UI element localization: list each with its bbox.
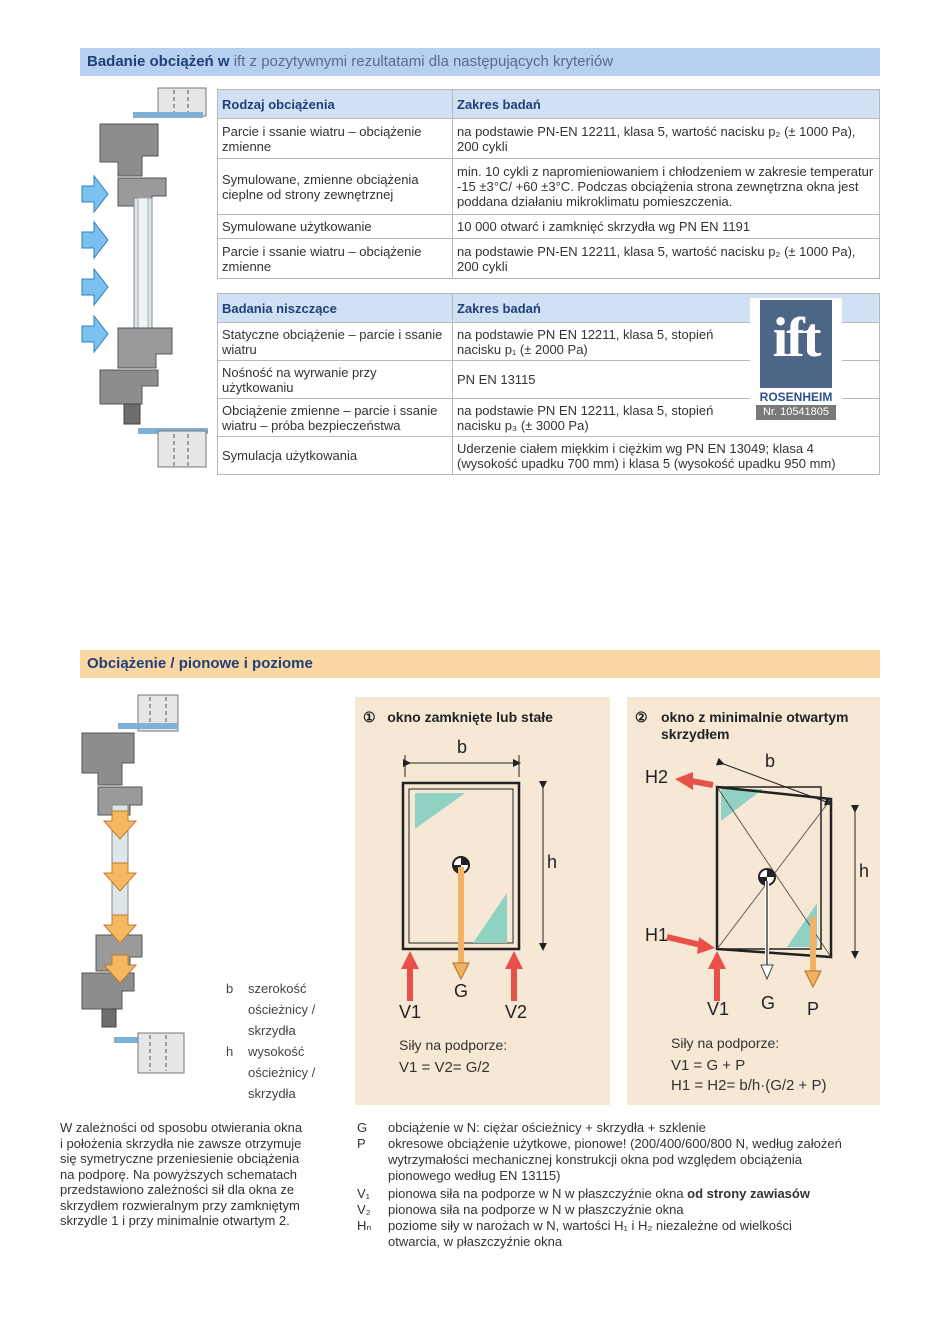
legend-text: skrzydła: [248, 1086, 296, 1101]
def-text: okresowe obciążenie użytkowe, pionowe! (…: [388, 1136, 842, 1151]
table-row: Parcie i ssanie wiatru – obciążenie zmie…: [217, 238, 880, 279]
def-symbol: P: [357, 1136, 366, 1151]
label-p: P: [807, 999, 820, 1019]
table-cell: Symulowane użytkowanie: [217, 214, 453, 239]
paragraph-line: przedstawiono zależności sił dla okna ze: [60, 1182, 295, 1197]
ift-logo-number: Nr. 10541805: [756, 405, 836, 420]
def-text: poziome siły w narożach w N, wartości H₁…: [388, 1218, 792, 1233]
label-b: b: [457, 737, 468, 757]
diagram-number: ②: [635, 709, 648, 725]
def-text: pionowa siła na podporze w N w płaszczyź…: [388, 1202, 684, 1217]
diagram-number: ①: [363, 709, 376, 725]
def-text: obciążenie w N: ciężar ościeżnicy + skrz…: [388, 1120, 706, 1135]
label-h: h: [859, 861, 870, 881]
def-symbol: G: [357, 1120, 368, 1135]
label-v1: V1: [399, 1002, 422, 1022]
ift-rosenheim-logo: ift ROSENHEIM Nr. 10541805: [750, 298, 842, 422]
table-cell: Symulacja użytkowania: [217, 436, 453, 475]
section-1-header: Badanie obciążeń w ift z pozytywnymi rez…: [80, 48, 880, 76]
table-header: Badania niszczące: [217, 293, 453, 323]
legend-text: szerokość: [248, 981, 307, 996]
ift-logo-city: ROSENHEIM: [759, 390, 833, 404]
label-v1: V1: [707, 999, 730, 1019]
table-row: Symulacja użytkowania Uderzenie ciałem m…: [217, 436, 880, 475]
label-g: G: [761, 993, 776, 1013]
label-g: G: [454, 981, 469, 1001]
table-row: Symulowane użytkowanie 10 000 otwarć i z…: [217, 214, 880, 239]
forces-title: Siły na podporze:: [399, 1037, 508, 1053]
table-row: Symulowane, zmienne obciążenia cieplne o…: [217, 158, 880, 215]
diagram-closed-window: ① okno zamknięte lub stałe b h G V1 V2 S…: [355, 697, 610, 1105]
diagram-title: okno zamknięte lub stałe: [387, 709, 553, 725]
def-text: pionowa siła na podporze w N w płaszczyź…: [388, 1186, 684, 1201]
explanation-paragraph: W zależności od sposobu otwierania okna …: [60, 1120, 302, 1229]
forces-title: Siły na podporze:: [671, 1035, 780, 1051]
load-tests-table: Rodzaj obciążenia Zakres badań Parcie i …: [217, 89, 880, 279]
table-header: Rodzaj obciążenia: [217, 89, 453, 119]
table-cell: Parcie i ssanie wiatru – obciążenie zmie…: [217, 238, 453, 279]
formula: V1 = V2= G/2: [399, 1059, 490, 1076]
table-cell: Parcie i ssanie wiatru – obciążenie zmie…: [217, 118, 453, 159]
table-cell: na podstawie PN-EN 12211, klasa 5, warto…: [452, 118, 880, 159]
window-profile-illustration-top: [81, 87, 208, 468]
legend-text: skrzydła: [248, 1023, 296, 1038]
def-text: otwarcia, w płaszczyźnie okna: [388, 1234, 563, 1249]
table-cell: min. 10 cykli z napromieniowaniem i chło…: [452, 158, 880, 215]
legend-symbol: b: [226, 981, 234, 996]
legend-text: wysokość: [248, 1044, 305, 1059]
ift-logo-box: ift: [760, 300, 832, 388]
paragraph-line: skrzydłem rozwieralnym przy zamkniętym: [60, 1197, 300, 1213]
table-cell: Uderzenie ciałem miękkim i ciężkim wg PN…: [452, 436, 880, 475]
table-cell: Symulowane, zmienne obciążenia cieplne o…: [217, 158, 453, 215]
window-profile-illustration-bottom: [81, 694, 185, 1074]
diagram-title: okno z minimalnie otwartym skrzydłem: [661, 709, 849, 742]
formula-2: H1 = H2= b/h·(G/2 + P): [671, 1077, 827, 1094]
closed-window-drawing: [401, 755, 547, 1001]
section-1-title-bold: Badanie obciążeń w: [87, 53, 230, 70]
table-cell: 10 000 otwarć i zamknięć skrzydła wg PN …: [452, 214, 880, 239]
paragraph-line: na podporę. Na powyższych schematach: [60, 1166, 298, 1182]
table-cell: Statyczne obciążenie – parcie i ssanie w…: [217, 322, 453, 361]
def-symbol: V₁: [357, 1186, 371, 1201]
label-b: b: [765, 751, 776, 771]
def-symbol: V₂: [357, 1202, 371, 1217]
def-text: pionowego według EN 13115): [388, 1168, 561, 1183]
formula-1: V1 = G + P: [671, 1057, 746, 1074]
open-window-drawing: [666, 757, 859, 1001]
section-2-title: Obciążenie / pionowe i poziome: [87, 655, 313, 672]
label-h1: H1: [645, 925, 669, 945]
legend-text: ościeżnicy /: [248, 1065, 316, 1080]
label-h2: H2: [645, 767, 669, 787]
def-text: wytrzymałości mechanicznej konstrukcji o…: [388, 1152, 803, 1167]
label-h: h: [547, 852, 558, 872]
paragraph-line: skrzydle 1 i przy minimalnie otwartym 2.: [60, 1213, 290, 1228]
table-cell: na podstawie PN-EN 12211, klasa 5, warto…: [452, 238, 880, 279]
legend-symbol: h: [226, 1044, 234, 1059]
section-1-title-rest: ift z pozytywnymi rezultatami dla następ…: [229, 53, 614, 70]
section-2-header: Obciążenie / pionowe i poziome: [80, 650, 880, 678]
def-symbol: Hₙ: [357, 1218, 372, 1233]
table-cell: Nośność na wyrwanie przy użytkowaniu: [217, 360, 453, 399]
paragraph-line: W zależności od sposobu otwierania okna: [60, 1120, 303, 1135]
table-header: Zakres badań: [452, 89, 880, 119]
paragraph-line: się symetryczne przeniesienie obciążenia: [60, 1151, 300, 1166]
table-row: Parcie i ssanie wiatru – obciążenie zmie…: [217, 118, 880, 159]
label-v2: V2: [505, 1002, 528, 1022]
legend-text: ościeżnicy /: [248, 1002, 316, 1017]
ift-logo-text: ift: [772, 307, 822, 369]
def-text-bold: od strony zawiasów: [683, 1186, 810, 1201]
paragraph-line: i położenia skrzydła nie zawsze otrzymuj…: [60, 1135, 302, 1151]
table-cell: Obciążenie zmienne – parcie i ssanie wia…: [217, 398, 453, 437]
